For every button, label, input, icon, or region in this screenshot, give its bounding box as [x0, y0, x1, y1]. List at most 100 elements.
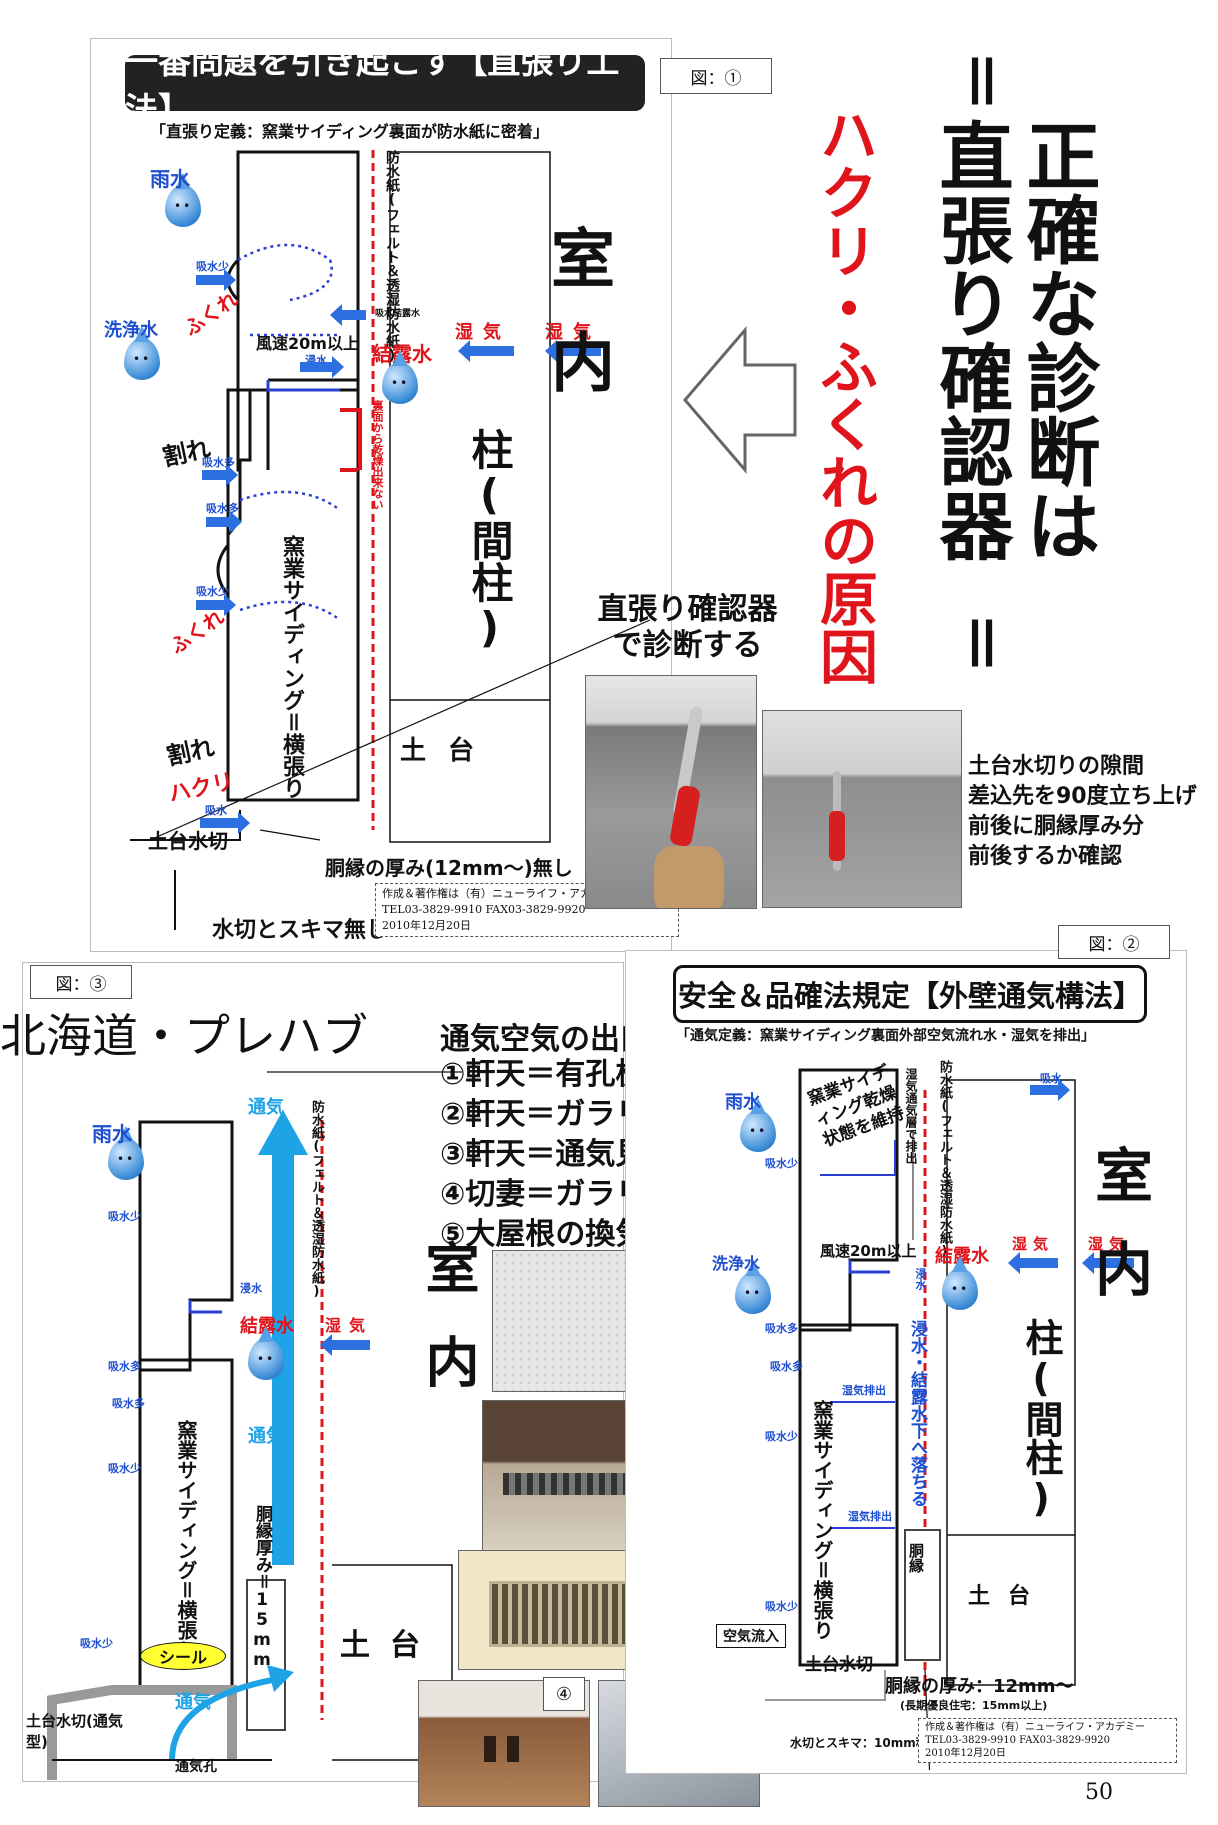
wash-drop-icon — [124, 326, 160, 380]
fig2-air-in: 空気流入 — [716, 1624, 786, 1648]
fig2-furring-note: (長期優良住宅：15mm以上) — [900, 1699, 1048, 1712]
rain-drop-icon — [108, 1126, 144, 1180]
fig2-exhaust-1: 湿気排出 — [842, 1384, 886, 1397]
fig2-exhaust-2: 湿気排出 — [848, 1510, 892, 1523]
tool-note-line: 土台水切りの隙間 — [968, 754, 1145, 779]
fig1-rain-label: 雨水 — [150, 167, 190, 191]
fig2-furring-box: 胴縁 — [907, 1543, 925, 1573]
fig2-furring-thick: 胴縁の厚み：12mm～ — [885, 1676, 1074, 1697]
fig3-mizukiri: 土台水切(通気型) — [26, 1712, 123, 1751]
tool-note: 土台水切りの隙間 差込先を90度立ち上げ 前後に胴縁厚み分 前後するか確認 — [968, 752, 1197, 872]
tool-note-line: 前後に胴縁厚み分 — [968, 814, 1145, 839]
fig2-kyusui-sho-1: 吸水少 — [765, 1157, 798, 1170]
fig2-kyusui-ta-1: 吸水多 — [765, 1322, 798, 1335]
tool-photo-1 — [585, 675, 757, 909]
fig1-dry-note: 裏面から乾燥出来ない — [371, 400, 384, 510]
exit-item: ④切妻＝ガラリ — [440, 1177, 646, 1212]
fig2-dodai: 土台 — [968, 1584, 1049, 1609]
fig1-waterproof: 防水紙(フェルト＆透湿防水紙) — [384, 150, 400, 364]
fig1-subtitle: 「直張り定義：窯業サイディング裏面が防水紙に密着」 — [150, 122, 549, 141]
fig2-tag: 図：② — [1058, 925, 1170, 959]
arrow-icon — [200, 812, 250, 834]
fig2-shikki-1: 湿気 — [1012, 1235, 1055, 1253]
fig2-flow: 浸水・結露水下へ落ちる — [907, 1320, 927, 1507]
fig3-tsuki-mid: 通気 — [248, 1426, 284, 1447]
fig3-tsuki-bottom: 通気 — [175, 1692, 211, 1713]
headline-red: ハクリ・ふくれの原因 — [810, 105, 878, 685]
fig3-kyusui-sho-3: 吸水少 — [80, 1637, 113, 1650]
fig3-kyusui-sho-1: 吸水少 — [108, 1210, 141, 1223]
fig3-rain: 雨水 — [92, 1122, 132, 1146]
fig1-kyusui: 吸水 — [205, 804, 227, 817]
arrow-icon — [1030, 1079, 1070, 1101]
headline-col2: 直張り確認器 — [927, 118, 1013, 562]
condensation-drop-icon — [942, 1256, 978, 1310]
rain-drop-icon — [740, 1098, 776, 1152]
fig3-exits-title: 通気空気の出口 — [440, 1022, 650, 1057]
fig3-room: 室内 — [416, 1240, 479, 1428]
fig1-pillar: 柱(間柱) — [465, 428, 514, 652]
fig2-title: 安全＆品確法規定【外壁通気構法】 — [673, 965, 1147, 1023]
fig1-kyusui-sho-1: 吸水少 — [196, 260, 229, 273]
fig1-kyusui-sho-2: 吸水少 — [196, 585, 229, 598]
fig2-subtitle: 「通気定義：窯業サイディング裏面外部空気流れ水・湿気を排出」 — [676, 1028, 1096, 1044]
fig2-room: 室内 — [1085, 1145, 1153, 1333]
condensation-drop-icon — [382, 350, 418, 404]
tool-note-line: 前後するか確認 — [968, 844, 1123, 869]
fig2-kyusui-sho-3: 吸水少 — [765, 1600, 798, 1613]
credit-line: 作成＆著作権は（有）ニューライフ・アカデミー — [925, 1722, 1145, 1733]
fig2-wash: 洗浄水 — [712, 1254, 761, 1273]
arrow-icon — [468, 346, 514, 356]
fig1-room: 室内 — [540, 225, 614, 433]
fig3-tag: 図：③ — [30, 965, 132, 999]
headline-eq-bottom: ＝ — [940, 612, 1013, 674]
fig3-furring: 胴縁厚み＝15mm — [252, 1505, 272, 1670]
tool-caption: 直張り確認器で診断する — [585, 592, 790, 664]
gable-vent — [507, 1736, 519, 1762]
fig3-seal: シール — [140, 1642, 227, 1670]
arrow-icon — [300, 356, 344, 378]
headline-col1: 正確な診断は — [1014, 118, 1100, 562]
arrow-icon — [196, 269, 236, 291]
fig3-kyusui-ta-2: 吸水多 — [112, 1397, 145, 1410]
rain-drop-icon — [165, 173, 201, 227]
fig2-waterproof: 防水紙(フェルト＆透湿防水紙) — [937, 1060, 952, 1259]
fig2-kyusui-ta-2: 吸水多 — [770, 1360, 803, 1373]
condensation-drop-icon — [248, 1326, 284, 1380]
fig1-shikki-2: 湿気 — [545, 322, 601, 343]
probe-grip — [654, 846, 724, 908]
fig1-furring: 胴縁の厚み(12mm～)無し — [325, 856, 573, 880]
fig3-title: 北海道・プレハブ — [0, 1009, 368, 1063]
arrow-icon — [330, 1340, 370, 1350]
exit-item: ①軒天＝有孔板 — [440, 1057, 646, 1092]
fig3-shinsui: 浸水 — [240, 1282, 262, 1295]
fig2-pillar: 柱(間柱) — [1019, 1318, 1063, 1520]
arrow-icon — [202, 464, 238, 486]
fig3-exits: ①軒天＝有孔板 ②軒天＝ガラリ ③軒天＝通気見切 ④切妻＝ガラリ ⑤大屋根の換気… — [440, 1055, 675, 1255]
fig1-wind: 風速20m以上 — [256, 334, 359, 353]
fig2-credit: 作成＆著作権は（有）ニューライフ・アカデミー TEL03-3829-9910 F… — [918, 1718, 1177, 1763]
fig2-mizukiri: 土台水切 — [805, 1655, 873, 1675]
credit-line: 2010年12月20日 — [382, 919, 471, 932]
fig2-wind: 風速20m以上 — [820, 1242, 917, 1260]
fig1-dodai-mizukiri: 土台水切 — [148, 829, 228, 853]
fig2-siding: 窯業サイディング＝横張り — [810, 1400, 834, 1640]
gable-vent — [484, 1736, 496, 1762]
fig1-shikki-1: 湿気 — [455, 322, 511, 343]
probe-handle — [829, 811, 845, 861]
credit-line: TEL03-3829-9910 FAX03-3829-9920 — [925, 1735, 1110, 1746]
fig1-title: 一番問題を引き起こす【直張り工法】 — [125, 42, 645, 129]
fig3-dodai: 土台 — [340, 1628, 440, 1663]
arrow-icon — [206, 511, 242, 533]
probe-handle — [668, 784, 702, 848]
fig3-tsuki-top: 通気 — [248, 1097, 284, 1118]
tool-photo-2 — [762, 710, 962, 908]
fig3-waterproof: 防水紙(フェルト＆透湿防水紙) — [309, 1100, 324, 1299]
fig1-siding: 窯業サイディング＝横張り — [279, 535, 304, 799]
fig1-kessui-label: 吸水結露水 — [375, 309, 421, 319]
fig2-air-layer: 湿気通気層で排出 — [904, 1068, 918, 1164]
page-number: 50 — [1085, 1780, 1113, 1805]
fig2-shinsui: 浸水 — [914, 1268, 927, 1290]
credit-line: 作成＆著作権は（有）ニューライフ・アカデミー — [382, 887, 624, 900]
fig2-kyusui-sho-2: 吸水少 — [765, 1430, 798, 1443]
